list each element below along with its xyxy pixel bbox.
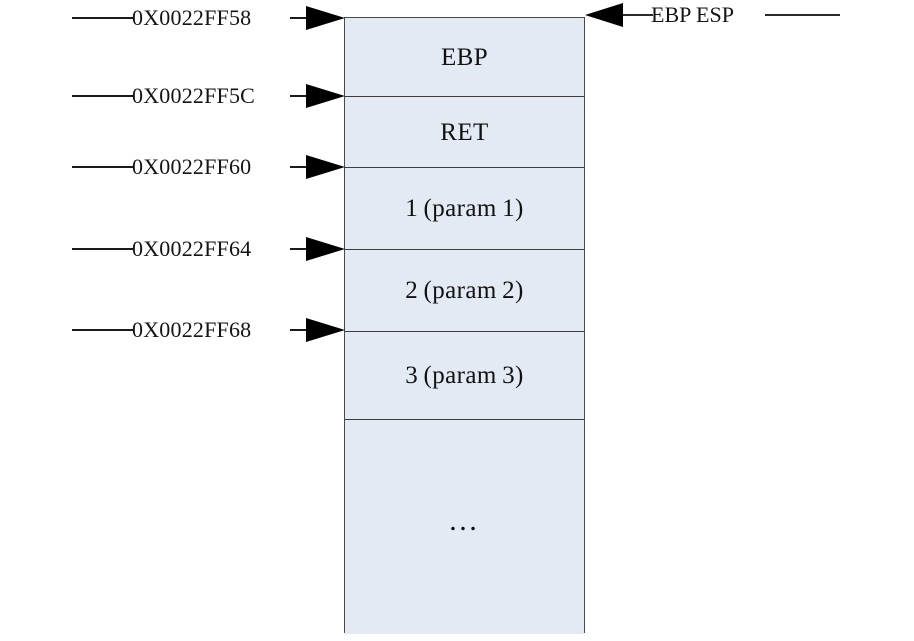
register-pointer-label: EBP ESP	[651, 2, 734, 27]
arrow-right-icon	[306, 84, 345, 108]
address-leader-line-outer	[72, 166, 134, 168]
arrow-right-icon	[306, 155, 345, 179]
stack-cell: 1 (param 1)	[345, 168, 584, 250]
address-leader-line-inner	[290, 95, 312, 97]
address-leader-line-inner	[290, 166, 312, 168]
address-label: 0X0022FF68	[132, 317, 252, 342]
arrow-right-icon	[306, 318, 345, 342]
address-leader-line-outer	[72, 248, 134, 250]
address-leader-line-outer	[72, 329, 134, 331]
register-leader-line-outer	[765, 14, 840, 16]
address-leader-line-outer	[72, 95, 134, 97]
arrow-right-icon	[306, 6, 345, 30]
register-leader-line-inner	[623, 14, 653, 16]
stack-cell-label: EBP	[440, 43, 489, 71]
address-leader-line-inner	[290, 329, 312, 331]
stack-cell-label: …	[448, 504, 481, 537]
address-label: 0X0022FF58	[132, 5, 252, 30]
address-leader-line-inner	[290, 17, 312, 19]
address-label: 0X0022FF64	[132, 236, 252, 261]
arrow-left-icon	[585, 3, 623, 27]
stack-cell: …	[345, 420, 584, 634]
arrow-right-icon	[306, 237, 345, 261]
address-label: 0X0022FF5C	[132, 83, 256, 108]
stack-cell: 2 (param 2)	[345, 250, 584, 332]
address-leader-line-inner	[290, 248, 312, 250]
stack-column: EBP RET 1 (param 1) 2 (param 2) 3 (param 3) …	[344, 17, 585, 634]
address-leader-line-outer	[72, 17, 134, 19]
stack-cell-label: RET	[440, 118, 489, 146]
stack-cell: RET	[345, 97, 584, 168]
stack-cell: EBP	[345, 18, 584, 97]
stack-cell-label: 1 (param 1)	[405, 195, 524, 222]
stack-cell-label: 2 (param 2)	[405, 277, 524, 304]
stack-cell: 3 (param 3)	[345, 332, 584, 420]
stack-cell-label: 3 (param 3)	[405, 362, 524, 389]
address-label: 0X0022FF60	[132, 154, 252, 179]
